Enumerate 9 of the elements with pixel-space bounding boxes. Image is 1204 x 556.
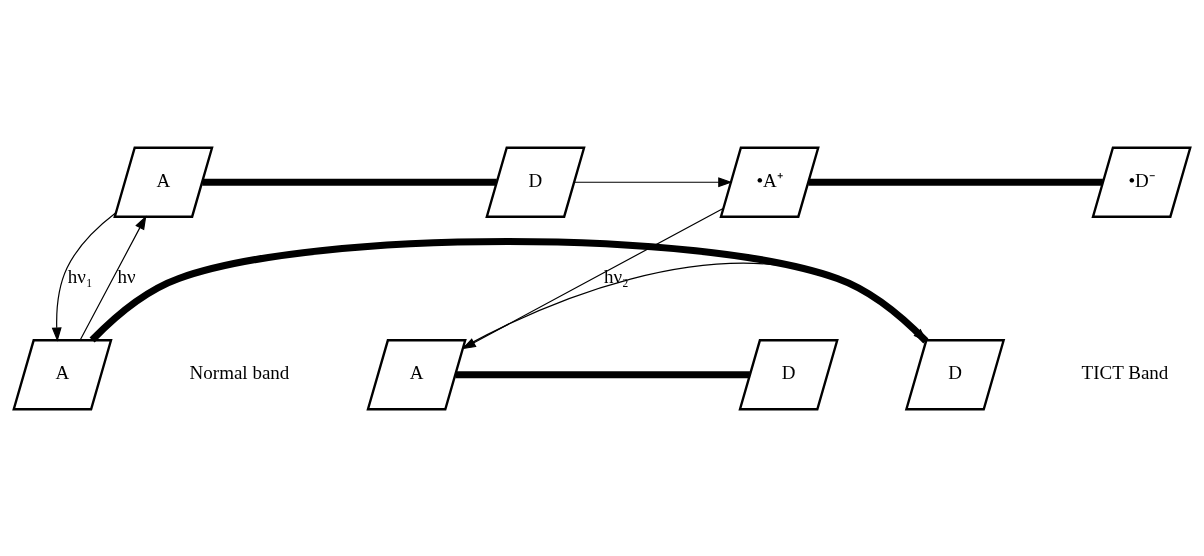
edge-label: hν₂ — [603, 265, 629, 287]
edge-label: hν — [117, 265, 136, 287]
label: Normal band — [189, 361, 290, 383]
edge-label: hν₁ — [67, 265, 93, 287]
arrow — [573, 176, 733, 187]
connector — [89, 237, 929, 344]
arrow — [79, 214, 147, 341]
label: TICT Band — [1081, 361, 1169, 383]
arrow — [51, 211, 117, 342]
